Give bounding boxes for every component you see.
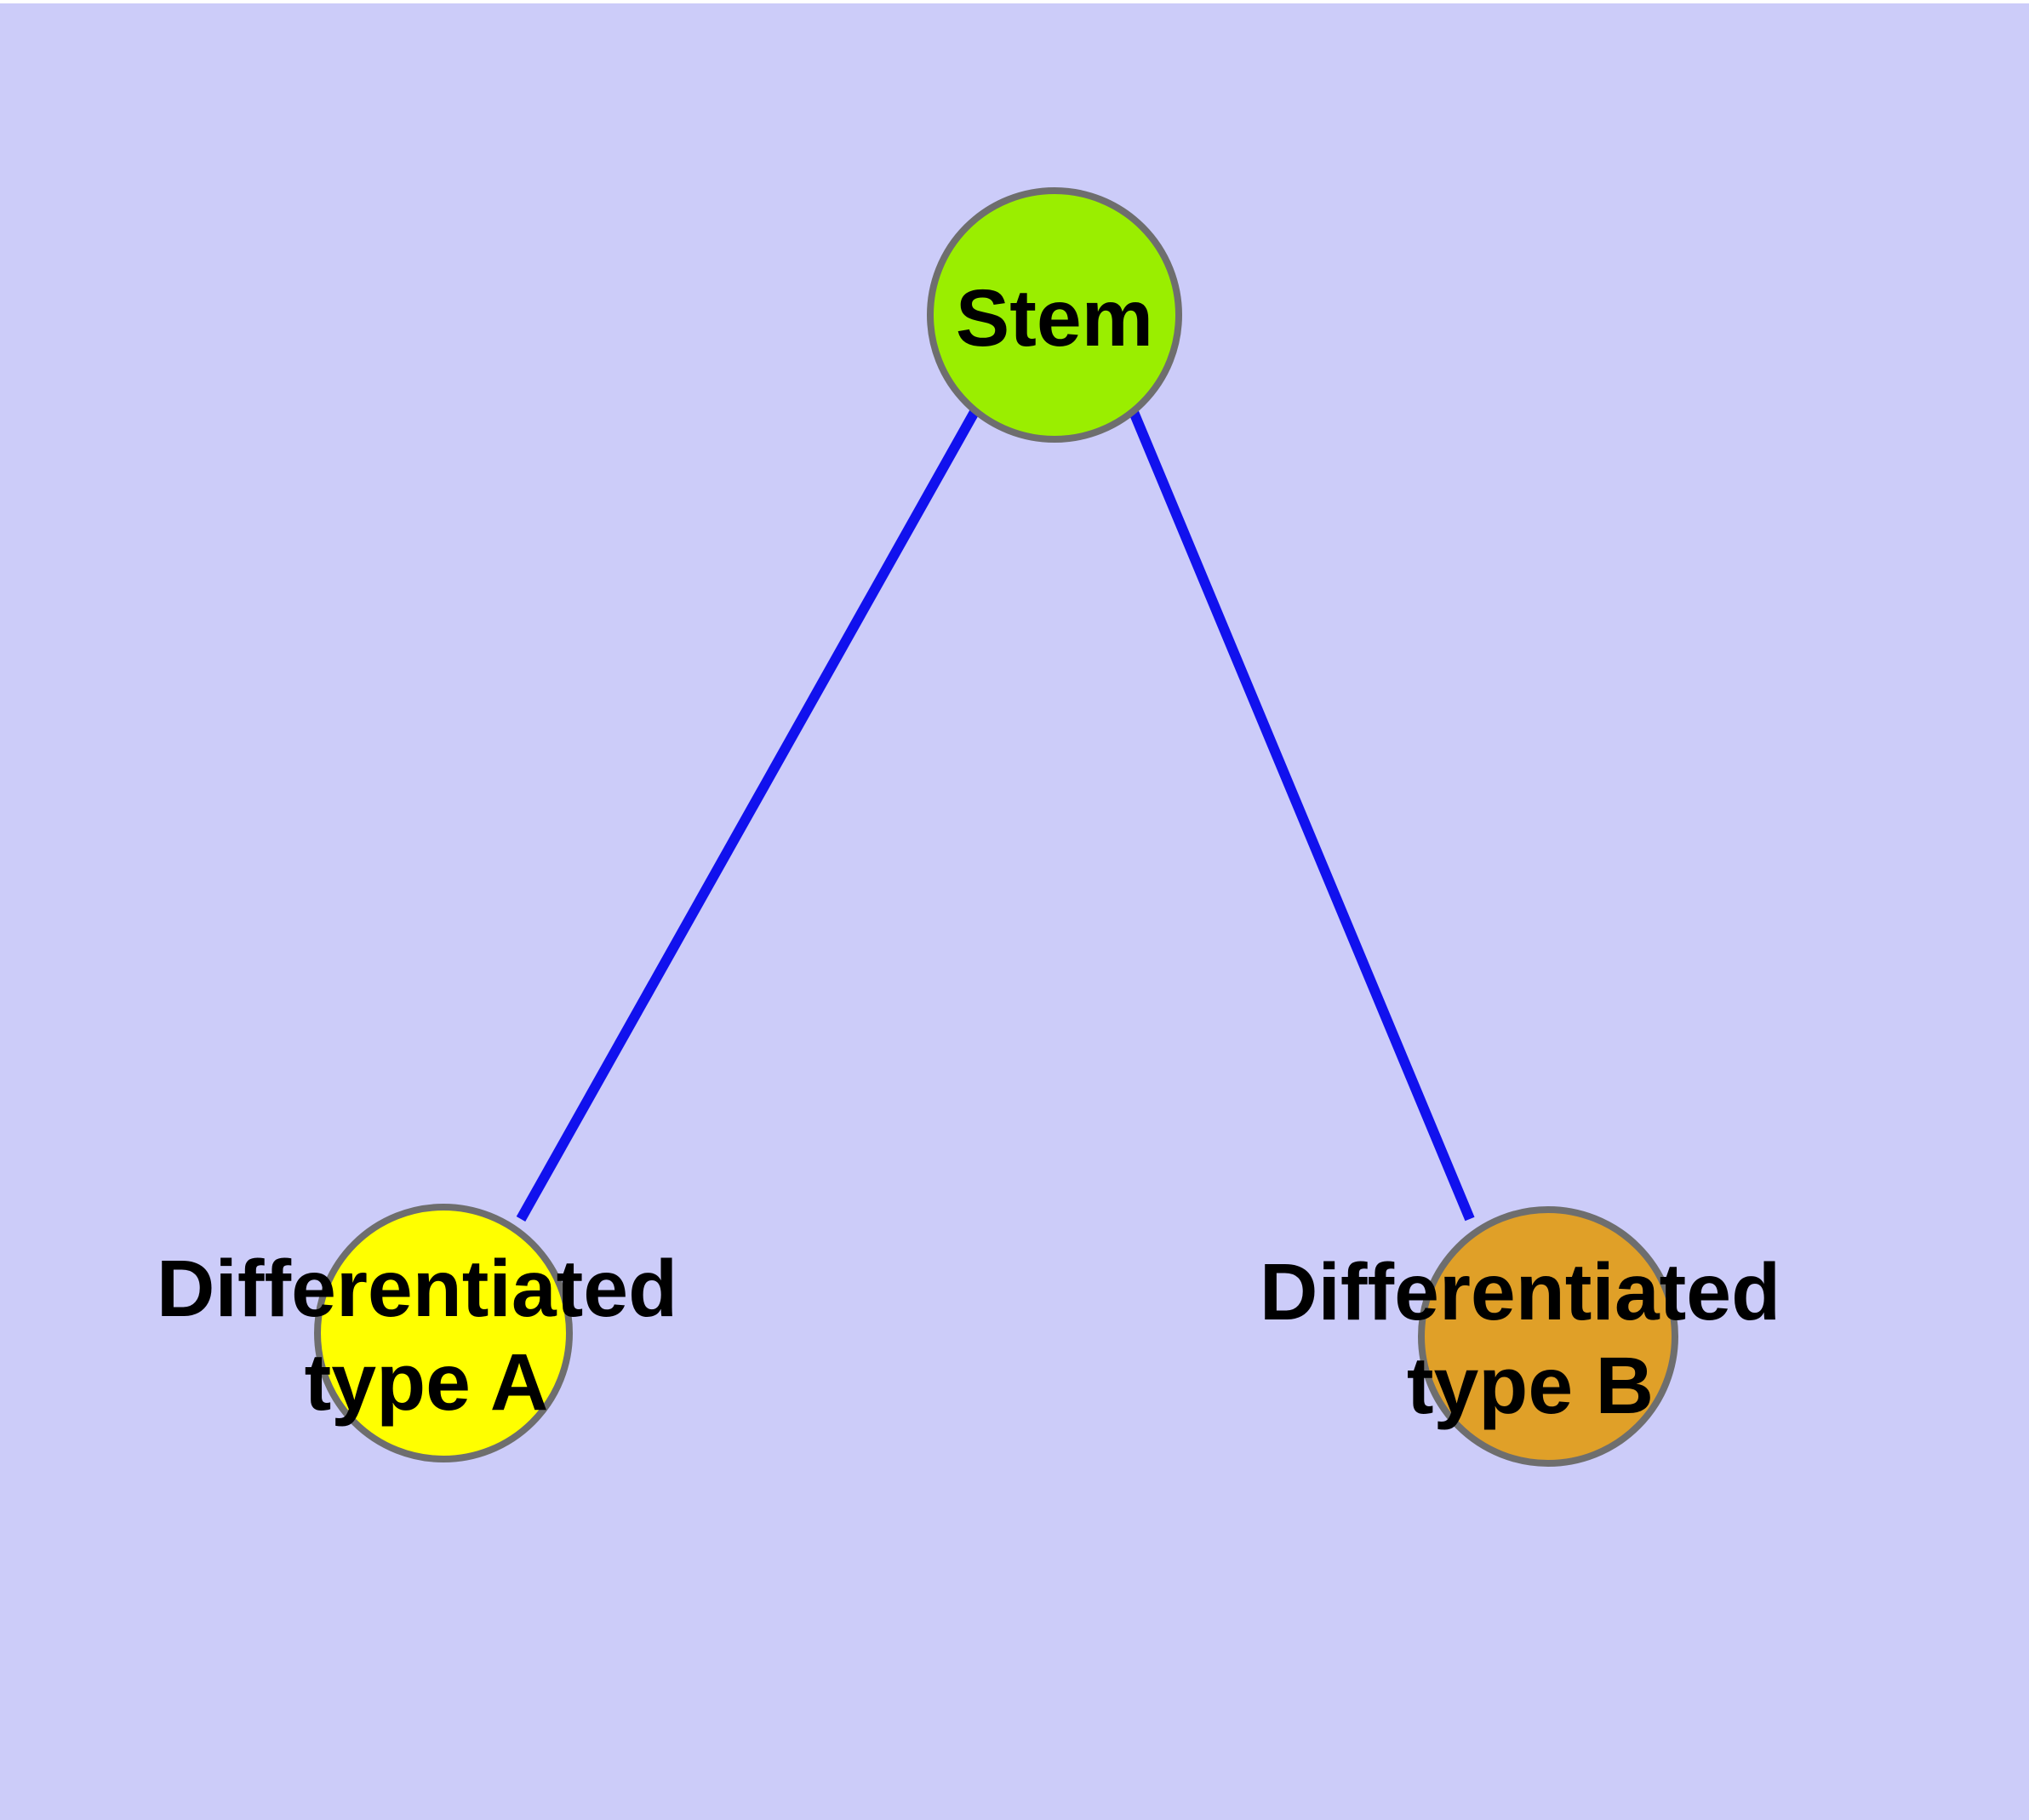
node-stem-label-line1: Stem <box>956 273 1153 363</box>
diagram-canvas: Stem Differentiated type A Differentiate… <box>0 3 2029 1820</box>
node-differentiated-type-b-circle[interactable] <box>1418 1206 1678 1467</box>
cell-differentiation-graph: Stem Differentiated type A Differentiate… <box>157 187 1780 1467</box>
node-differentiated-type-b-label-line2: type B <box>1407 1341 1654 1431</box>
node-differentiated-type-a-label-line2: type A <box>305 1337 549 1428</box>
edge-stem-to-differentiated-type-a[interactable] <box>516 409 980 1222</box>
node-differentiated-type-b[interactable]: Differentiated type B <box>1260 1206 1780 1467</box>
node-stem[interactable]: Stem <box>927 187 1182 443</box>
node-differentiated-type-a-circle[interactable] <box>314 1204 573 1462</box>
node-differentiated-type-b-label-line1: Differentiated <box>1260 1247 1780 1337</box>
node-differentiated-type-a[interactable]: Differentiated type A <box>157 1204 677 1462</box>
edge-layer <box>516 409 1475 1222</box>
node-differentiated-type-a-label-line1: Differentiated <box>157 1244 677 1334</box>
edge-stem-to-differentiated-type-b[interactable] <box>1129 409 1475 1222</box>
node-stem-circle[interactable] <box>927 187 1182 443</box>
node-layer: Stem Differentiated type A Differentiate… <box>157 187 1780 1467</box>
